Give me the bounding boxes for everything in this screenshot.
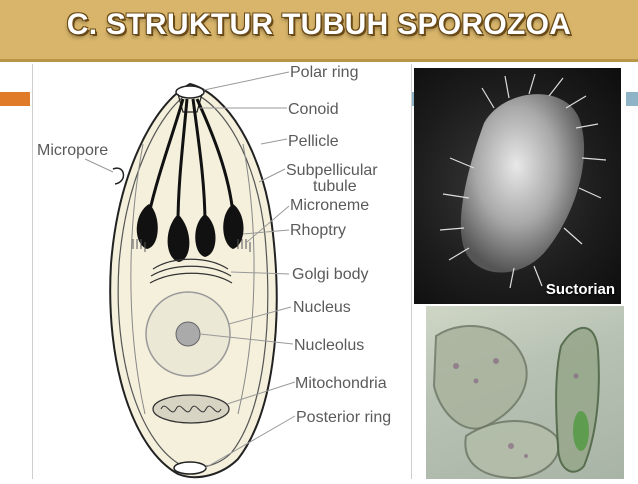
label-posterior-ring: Posterior ring (296, 409, 391, 427)
label-microneme: Microneme (290, 197, 369, 215)
sporozoa-micrograph-image (426, 306, 624, 479)
micrograph-green-organelle (573, 411, 589, 451)
micropore-shape (113, 168, 123, 184)
polar-ring-shape (176, 86, 204, 98)
label-nucleus: Nucleus (293, 299, 351, 317)
label-subpellicular-tubule-2: tubule (313, 178, 357, 196)
sporozoa-diagram-panel: Polar ring Conoid Pellicle Subpellicular… (32, 64, 412, 479)
nucleolus-shape (176, 322, 200, 346)
label-micropore: Micropore (37, 142, 108, 160)
label-golgi-body: Golgi body (292, 266, 369, 284)
micrograph-cell-right (556, 328, 599, 472)
label-pellicle: Pellicle (288, 133, 339, 151)
suctorian-body (461, 94, 584, 272)
label-rhoptry: Rhoptry (290, 222, 346, 240)
suctorian-sem-image (414, 68, 621, 304)
label-polar-ring: Polar ring (290, 64, 358, 82)
sporozoa-micrograph (426, 306, 624, 479)
accent-bar-left (0, 92, 30, 106)
suctorian-caption: Suctorian (546, 281, 615, 298)
accent-bar-right (626, 92, 638, 106)
suctorian-sem-photo: Suctorian (414, 68, 621, 304)
micrograph-cell-bottom (465, 421, 558, 478)
slide-title: C. STRUKTUR TUBUH SPOROZOA (0, 8, 638, 42)
posterior-ring-shape (174, 462, 206, 474)
label-mitochondria: Mitochondria (295, 375, 387, 393)
title-bar: C. STRUKTUR TUBUH SPOROZOA (0, 0, 638, 62)
micrograph-cell-left (434, 326, 527, 429)
label-conoid: Conoid (288, 101, 339, 119)
label-nucleolus: Nucleolus (294, 337, 364, 355)
